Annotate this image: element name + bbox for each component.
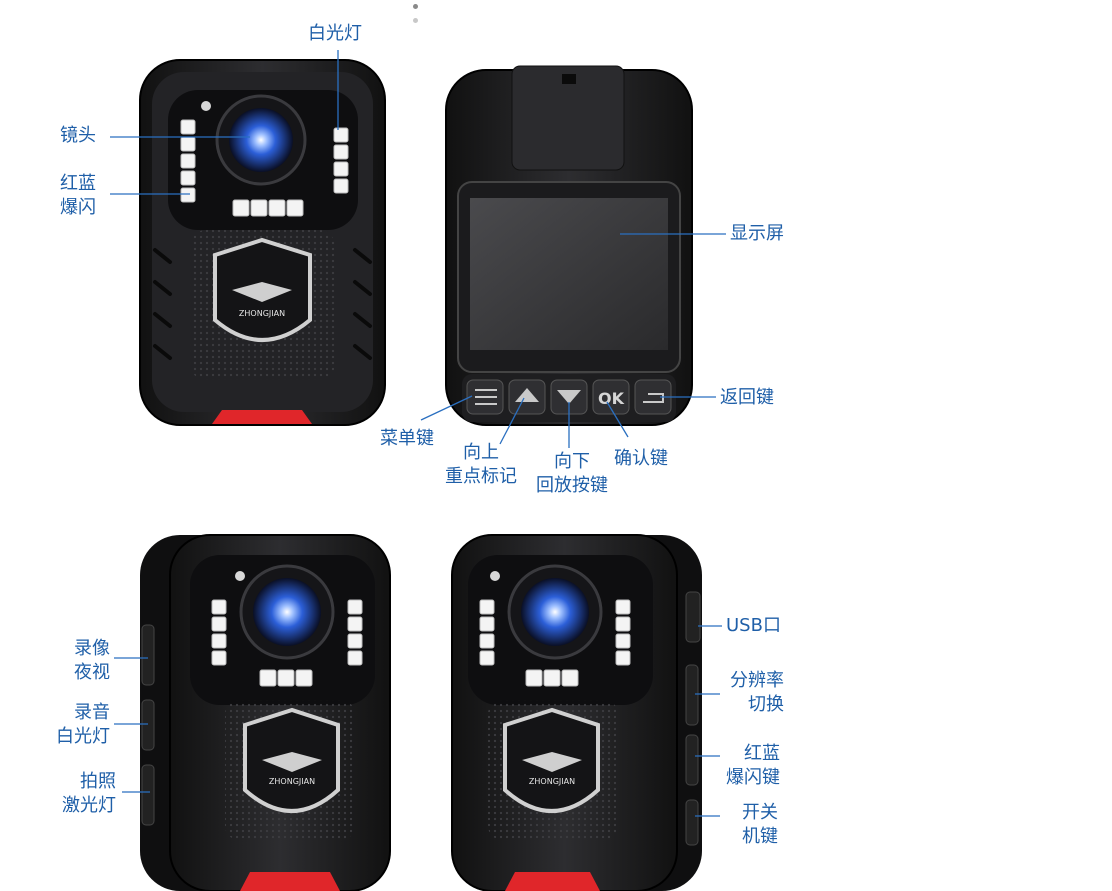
logo-text-3: ZHONGJIAN — [269, 777, 315, 786]
callout-lines — [110, 50, 726, 817]
label-audio-1: 录音 — [74, 702, 110, 723]
label-record-1: 录像 — [74, 638, 110, 659]
pager-dots[interactable] — [413, 4, 419, 32]
ok-button-label: OK — [598, 389, 625, 408]
camera-back: OK — [445, 65, 693, 426]
logo-text-1: ZHONGJIAN — [239, 309, 285, 318]
label-photo-2: 激光灯 — [62, 795, 116, 816]
label-flash-key-2: 爆闪键 — [726, 767, 780, 788]
label-up-1: 向上 — [463, 442, 499, 463]
label-red-blue-flash-2: 爆闪 — [60, 197, 96, 218]
label-display: 显示屏 — [730, 223, 784, 244]
camera-front: ZHONGJIAN — [139, 59, 386, 426]
label-up-2: 重点标记 — [445, 466, 517, 487]
label-usb: USB口 — [726, 615, 781, 636]
logo-text-4: ZHONGJIAN — [529, 777, 575, 786]
label-menu-key: 菜单键 — [380, 428, 434, 449]
camera-left-side: ZHONGJIAN — [140, 534, 391, 891]
label-power-2: 机键 — [742, 826, 778, 847]
label-audio-2: 白光灯 — [56, 726, 110, 747]
label-down-1: 向下 — [554, 451, 590, 472]
label-record-2: 夜视 — [74, 662, 110, 683]
label-white-light: 白光灯 — [308, 23, 362, 44]
label-power-1: 开关 — [742, 802, 778, 823]
label-back-key: 返回键 — [720, 387, 774, 408]
label-photo-1: 拍照 — [80, 771, 116, 792]
label-resolution-1: 分辨率 — [730, 670, 784, 691]
label-lens: 镜头 — [60, 125, 96, 146]
label-red-blue-flash-1: 红蓝 — [60, 173, 96, 194]
label-flash-key-1: 红蓝 — [744, 743, 780, 764]
camera-right-side: ZHONGJIAN — [451, 534, 702, 891]
label-confirm-key: 确认键 — [614, 448, 668, 469]
label-down-2: 回放按键 — [536, 475, 608, 496]
label-resolution-2: 切换 — [748, 694, 784, 715]
